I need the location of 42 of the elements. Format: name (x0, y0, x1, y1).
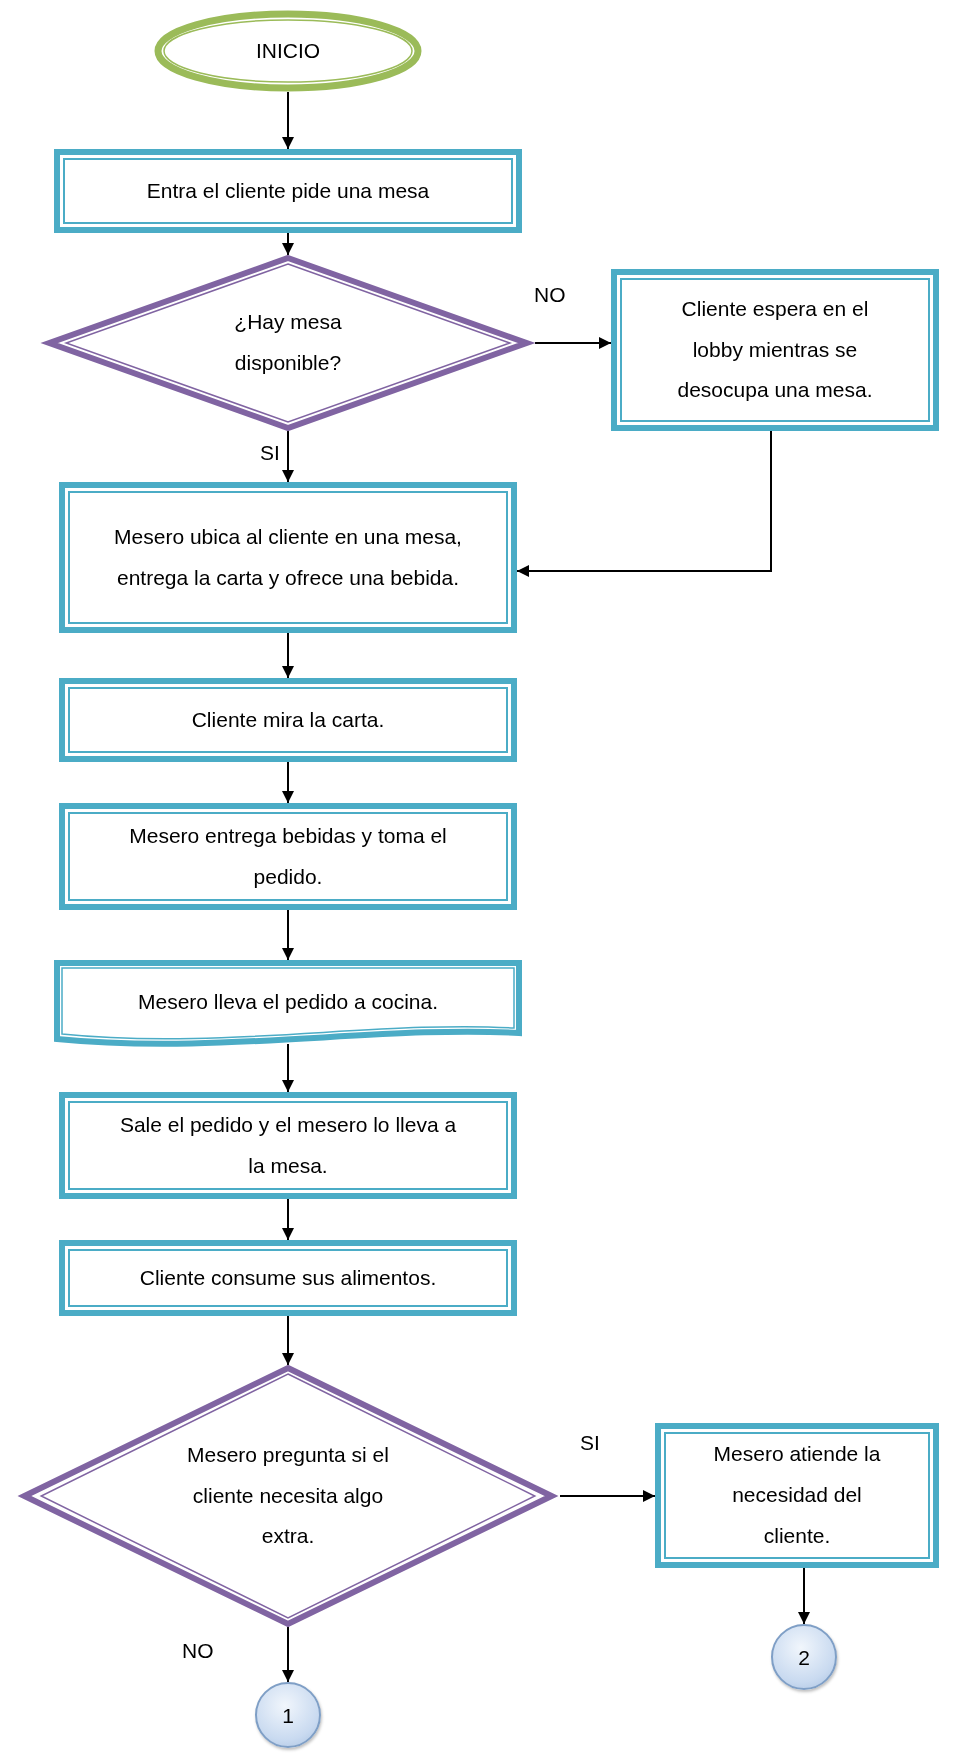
arrow (516, 430, 772, 577)
node-text: Sale el pedido y el mesero lo lleva a la mesa. (118, 1111, 458, 1179)
arrow (534, 337, 612, 349)
arrow (282, 632, 294, 679)
arrow (282, 430, 294, 483)
start-ellipse (154, 10, 422, 92)
process-box (59, 678, 517, 762)
document-shape (54, 960, 522, 1044)
arrow (282, 1198, 294, 1241)
node-text: Mesero atiende la necesidad del cliente. (712, 1441, 882, 1549)
node-text: Cliente mira la carta. (191, 706, 385, 733)
arrow (282, 1626, 294, 1683)
connector-circle (255, 1682, 321, 1748)
node-text: Entra el cliente pide una mesa (146, 177, 430, 204)
node-text: Cliente espera en el lobby mientras se desocupa una mesa. (676, 295, 874, 404)
arrow (282, 232, 294, 256)
node-text: 2 (798, 1646, 810, 1668)
arrow (282, 761, 294, 804)
node-text: Mesero entrega bebidas y toma el pedido. (128, 822, 448, 890)
node-text: INICIO (255, 37, 321, 64)
process-box (59, 1092, 517, 1199)
arrow (282, 1315, 294, 1366)
node-text: 1 (282, 1704, 294, 1726)
node-text: Mesero lleva el pedido a cocina. (138, 988, 438, 1015)
connector-circle (771, 1624, 837, 1690)
process-box (59, 482, 517, 633)
node-text: Mesero ubica al cliente en una mesa, entrega la carta y ofrece una bebida. (113, 523, 463, 591)
process-box (59, 803, 517, 910)
arrow (798, 1567, 810, 1625)
arrow (282, 91, 294, 150)
node-text: ¿Hay mesa disponible? (233, 309, 343, 376)
process-box (59, 1240, 517, 1316)
decision-diamond (16, 1365, 560, 1627)
process-box (655, 1423, 939, 1568)
process-box (54, 149, 522, 233)
arrow (559, 1490, 656, 1502)
decision-diamond (41, 255, 535, 431)
node-text: Mesero pregunta si el cliente necesita algo extra. (186, 1441, 390, 1550)
node-text: Cliente consume sus alimentos. (139, 1264, 437, 1291)
process-box (611, 269, 939, 431)
arrow (282, 909, 294, 961)
arrow (282, 1043, 294, 1093)
